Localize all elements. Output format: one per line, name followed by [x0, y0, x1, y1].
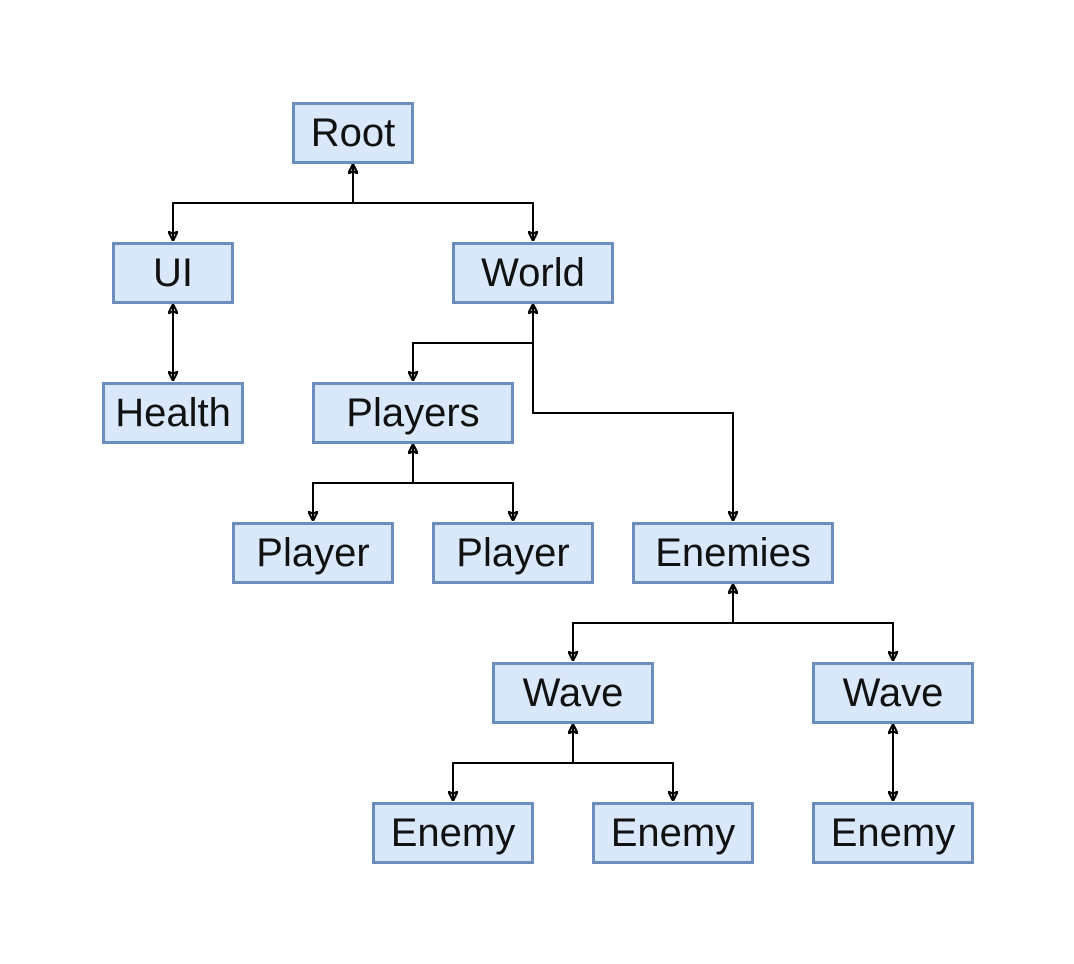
node-world: World	[452, 242, 614, 304]
node-player-2: Player	[432, 522, 594, 584]
node-wave-2: Wave	[812, 662, 974, 724]
connector-world-enemies	[533, 305, 733, 520]
connector-enemies-wave-2	[733, 585, 893, 660]
node-enemy-2: Enemy	[592, 802, 754, 864]
node-player-1: Player	[232, 522, 394, 584]
connector-world-players	[413, 305, 533, 380]
connector-root-world	[353, 165, 533, 240]
node-enemy-3: Enemy	[812, 802, 974, 864]
connector-players-player-1	[313, 445, 413, 520]
node-enemy-1: Enemy	[372, 802, 534, 864]
node-players: Players	[312, 382, 514, 444]
node-wave-1: Wave	[492, 662, 654, 724]
node-root: Root	[292, 102, 414, 164]
node-ui: UI	[112, 242, 234, 304]
connector-wave-1-enemy-1	[453, 725, 573, 800]
connector-root-ui	[173, 165, 353, 240]
connector-enemies-wave-1	[573, 585, 733, 660]
connector-players-player-2	[413, 445, 513, 520]
node-enemies: Enemies	[632, 522, 834, 584]
node-health: Health	[102, 382, 244, 444]
connector-wave-1-enemy-2	[573, 725, 673, 800]
